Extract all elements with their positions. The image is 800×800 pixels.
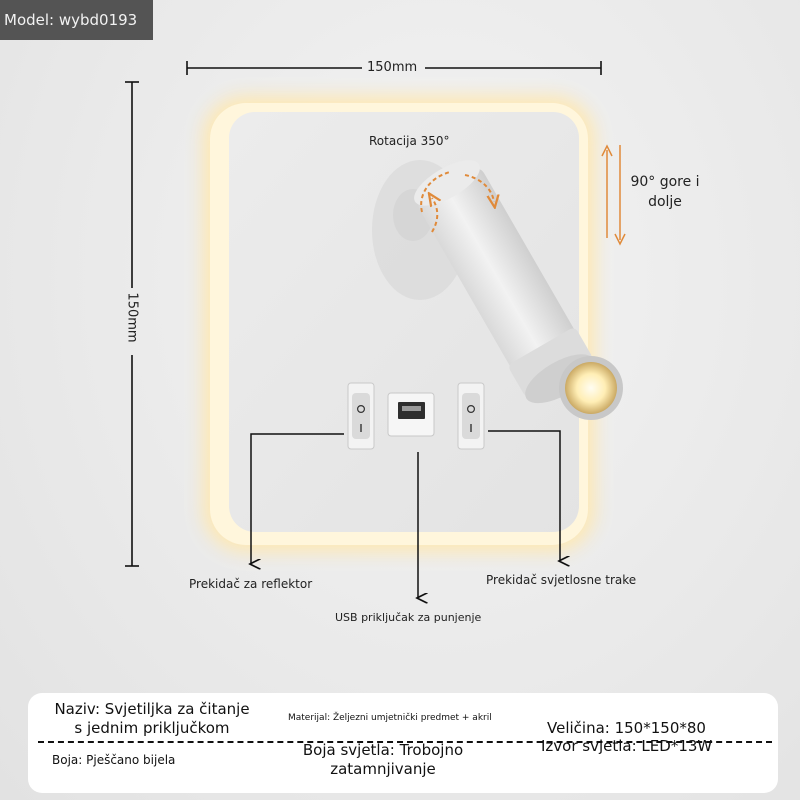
spec-light-color-line2: zatamnjivanje — [330, 760, 436, 778]
spotlight-lens — [559, 356, 623, 420]
spec-divider — [38, 741, 772, 743]
width-dimension-line — [186, 61, 602, 75]
width-label: 150mm — [367, 60, 418, 75]
rotation-label: Rotacija 350° — [369, 134, 450, 148]
switch-left-label: Prekidač za reflektor — [189, 577, 313, 591]
spec-size: Veličina: 150*150*80 — [547, 719, 706, 737]
spec-body-color: Boja: Pješčano bijela — [52, 753, 176, 767]
rotation-arrows-icon — [420, 171, 494, 233]
spec-light-color: Boja svjetla: Trobojno zatamnjivanje — [292, 741, 474, 779]
usb-port-icon — [387, 392, 435, 437]
height-label: 150mm — [124, 292, 140, 343]
switch-right-label: Prekidač svjetlosne trake — [486, 573, 637, 587]
tilt-label: 90° gore i dolje — [628, 172, 702, 212]
tilt-arrow-icon — [601, 144, 626, 246]
spec-light-source: Izvor svjetla: LED*13W — [541, 737, 713, 755]
usb-label: USB priključak za punjenje — [335, 611, 482, 624]
model-badge: Model: wybd0193 — [0, 0, 153, 40]
model-label: Model: wybd0193 — [4, 11, 138, 29]
height-dimension-line — [125, 81, 139, 567]
spec-name: Naziv: Svjetiljka za čitanje s jednim pr… — [52, 700, 252, 738]
spec-material: Materijal: Željezni umjetnički predmet +… — [288, 713, 492, 723]
spec-name-line1: Naziv: Svjetiljka za čitanje — [54, 700, 250, 718]
spec-name-line2: s jednim priključkom — [74, 719, 230, 737]
right-rocker-switch — [457, 382, 485, 450]
callout-leaders — [251, 430, 560, 598]
tilt-label-line2: dolje — [648, 194, 682, 210]
tilt-label-line1: 90° gore i — [630, 174, 700, 190]
left-rocker-switch — [347, 382, 375, 450]
spec-panel — [28, 693, 778, 793]
spec-light-color-line1: Boja svjetla: Trobojno — [302, 741, 464, 759]
